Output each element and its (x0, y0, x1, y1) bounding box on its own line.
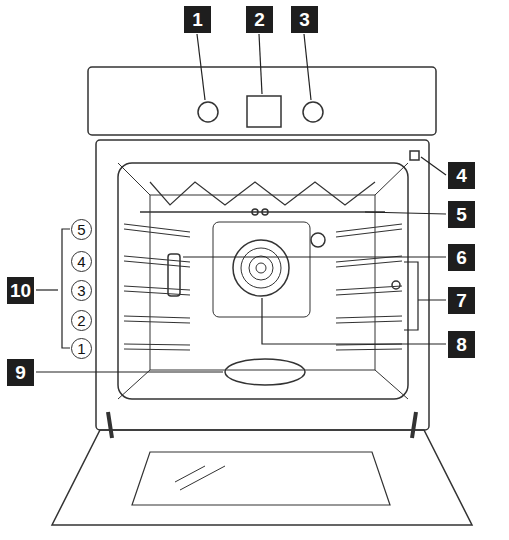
glass-reflection (175, 466, 225, 490)
lamp (311, 233, 325, 247)
shelf-level-number: 3 (71, 280, 92, 301)
display (247, 96, 281, 127)
door (52, 430, 472, 525)
callout-number: 1 (184, 6, 211, 33)
knob (198, 102, 218, 122)
callout-number: 7 (448, 287, 475, 314)
door-switch (410, 151, 419, 160)
callout-number: 3 (291, 6, 318, 33)
shelf-level-number: 5 (71, 219, 92, 240)
callout-number: 10 (7, 277, 34, 304)
right-rails (336, 224, 402, 350)
shelf-level-number: 1 (71, 338, 92, 359)
left-rails (124, 224, 190, 350)
callout-number: 8 (448, 331, 475, 358)
knob (303, 102, 323, 122)
grill-mount (262, 209, 268, 215)
grill-mount (252, 209, 258, 215)
fan-ring (249, 256, 273, 280)
bottom-heater (225, 359, 305, 385)
fan-hub (256, 263, 266, 273)
callout-number: 2 (246, 6, 273, 33)
fan (233, 240, 289, 296)
control-panel (88, 67, 436, 135)
oven-cavity (118, 163, 408, 399)
rail-screw (392, 281, 400, 289)
shelf-level-number: 2 (71, 310, 92, 331)
door-window (132, 452, 390, 505)
callout-number: 6 (448, 244, 475, 271)
callout-number: 4 (448, 162, 475, 189)
grill-element (150, 182, 375, 205)
callout-number: 5 (448, 201, 475, 228)
oven-body (96, 140, 429, 430)
side-rack-clip (168, 254, 180, 296)
cavity-edges (118, 163, 408, 399)
callout-number: 9 (7, 359, 34, 386)
hinges (108, 412, 416, 438)
leader-lines (36, 34, 446, 372)
fan-ring (241, 248, 281, 288)
shelf-level-number: 4 (71, 251, 92, 272)
